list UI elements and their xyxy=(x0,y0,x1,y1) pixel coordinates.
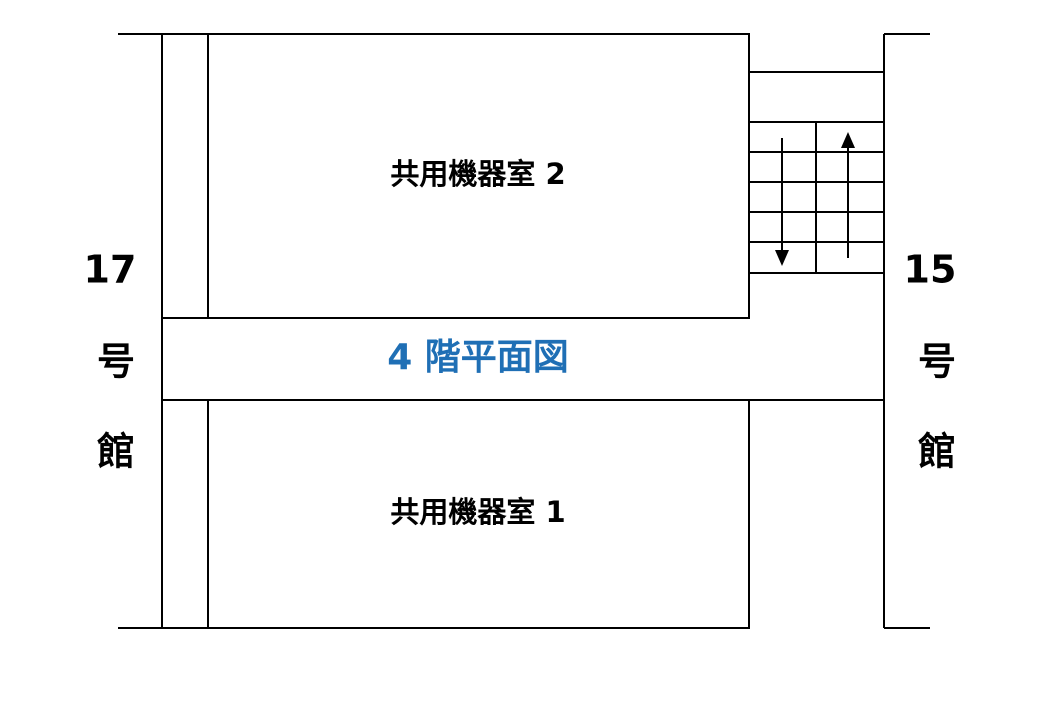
room-shared-equipment-2 xyxy=(207,33,750,319)
room-1-label: 共用機器室 1 xyxy=(390,495,565,529)
arrow-up-icon xyxy=(841,132,855,258)
left-wall-group xyxy=(118,33,163,629)
right-building-label: 15 号 館 xyxy=(904,248,957,474)
upper-right-landing xyxy=(749,71,884,123)
arrow-down-icon xyxy=(775,138,789,266)
left-building-number: 17 xyxy=(84,248,137,292)
left-building-label: 17 号 館 xyxy=(84,248,137,474)
left-building-char-2: 館 xyxy=(97,430,135,474)
right-building-number: 15 xyxy=(904,248,957,292)
room-2-label: 共用機器室 2 xyxy=(390,157,565,191)
upper-left-corridor xyxy=(161,33,209,319)
staircase xyxy=(748,121,885,274)
right-building-char-2: 館 xyxy=(918,430,956,474)
right-building-char-1: 号 xyxy=(918,340,956,384)
room-shared-equipment-1 xyxy=(207,399,750,629)
plan-title: 4 階平面図 xyxy=(387,337,569,378)
lower-left-corridor xyxy=(161,399,209,629)
left-building-char-1: 号 xyxy=(97,340,135,384)
right-wall-group xyxy=(883,33,930,629)
